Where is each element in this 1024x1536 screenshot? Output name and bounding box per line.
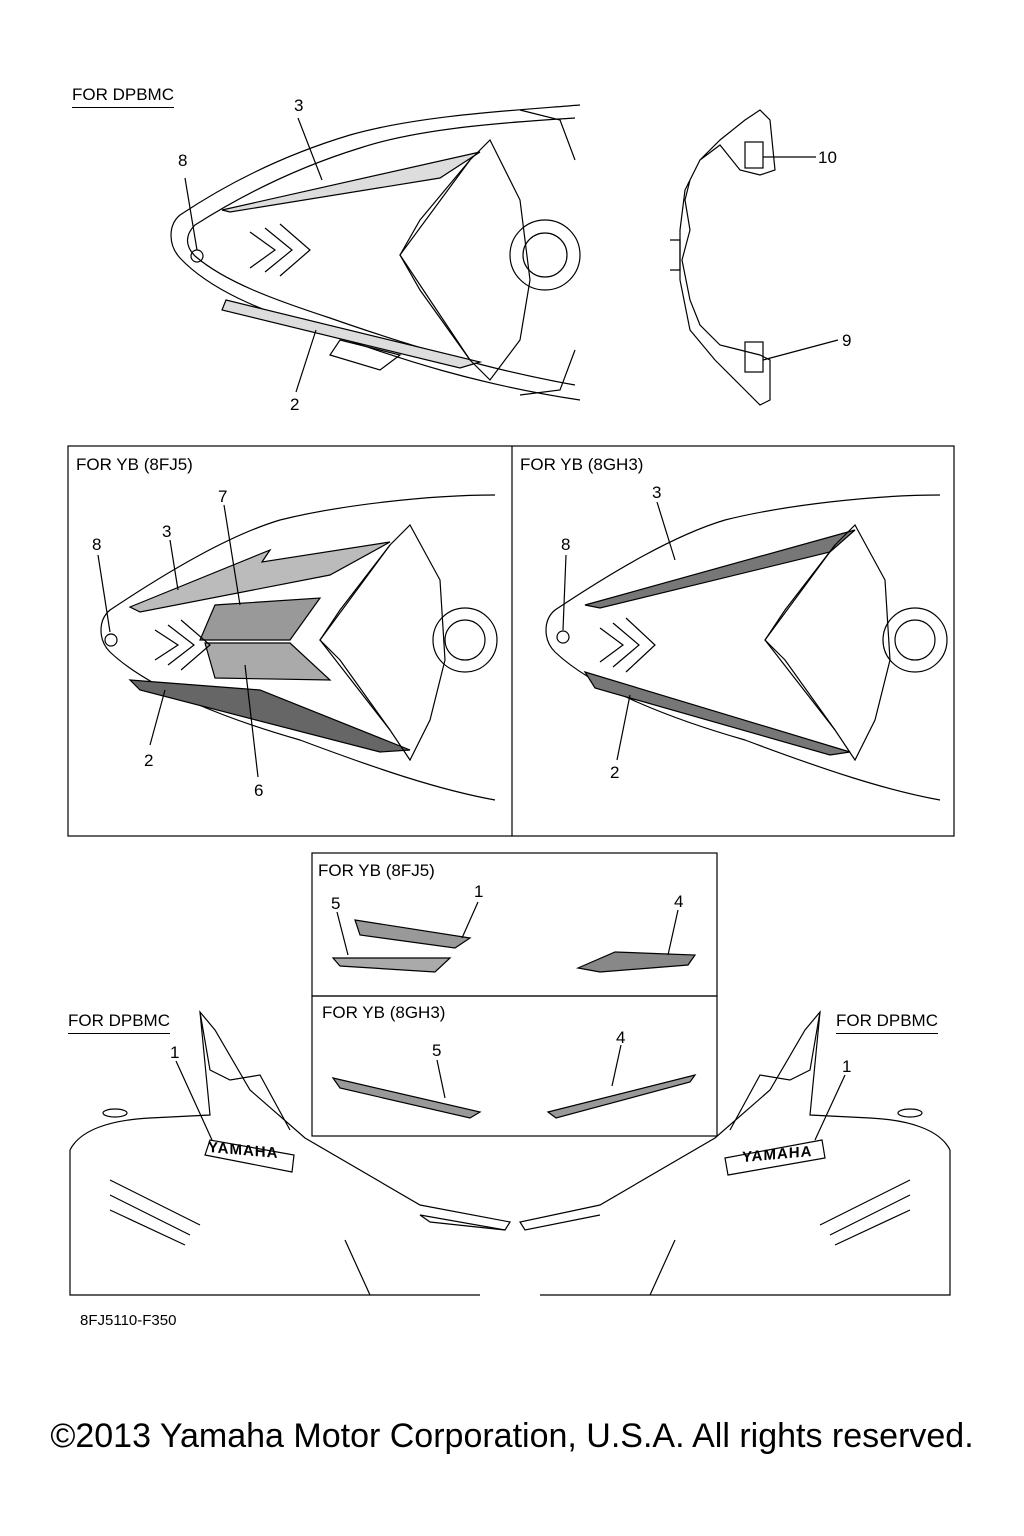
- section-title-small-top: FOR YB (8FJ5): [318, 861, 435, 880]
- callout-top-9: 9: [842, 331, 852, 350]
- section-title-mid-right: FOR YB (8GH3): [520, 455, 644, 474]
- small-bottom-decals: [331, 1044, 697, 1119]
- section-title-bottom-right: FOR DPBMC: [836, 1012, 938, 1034]
- callout-midright-8: 8: [561, 535, 571, 554]
- middle-frame: [67, 445, 955, 837]
- mid-left-deck: [100, 494, 498, 801]
- mid-right-deck: [545, 494, 948, 801]
- callout-midright-2: 2: [610, 763, 620, 782]
- callout-smallbottom-5: 5: [432, 1041, 442, 1060]
- mid-leaders: [97, 501, 676, 778]
- callout-top-2: 2: [290, 395, 300, 414]
- callout-bottomleft-1: 1: [170, 1043, 180, 1062]
- callout-smalltop-4: 4: [674, 892, 684, 911]
- callout-top-10: 10: [818, 148, 837, 167]
- callout-bottomright-1: 1: [842, 1057, 852, 1076]
- callout-midleft-6: 6: [254, 781, 264, 800]
- section-title-bottom-left: FOR DPBMC: [68, 1012, 170, 1034]
- bottom-left-side: [69, 1010, 511, 1296]
- section-title-top-left: FOR DPBMC: [72, 86, 174, 108]
- callout-top-3: 3: [294, 96, 304, 115]
- callout-top-8: 8: [178, 151, 188, 170]
- callout-midright-3: 3: [652, 483, 662, 502]
- callout-midleft-7: 7: [218, 487, 228, 506]
- small-box-bottom-frame: [311, 995, 718, 1137]
- drawing-code: 8FJ5110-F350: [80, 1312, 177, 1329]
- top-rear-view: [670, 109, 776, 406]
- callout-smallbottom-4: 4: [616, 1028, 626, 1047]
- callout-midleft-3: 3: [162, 522, 172, 541]
- top-deck-view: [170, 104, 581, 401]
- callout-midleft-8: 8: [92, 535, 102, 554]
- callout-midleft-2: 2: [144, 751, 154, 770]
- top-leaders: [184, 117, 839, 393]
- callout-smalltop-1: 1: [474, 882, 484, 901]
- section-title-small-bottom: FOR YB (8GH3): [322, 1003, 446, 1022]
- bottom-right-side: [519, 1010, 951, 1296]
- section-title-mid-left: FOR YB (8FJ5): [76, 455, 193, 474]
- callout-smalltop-5: 5: [331, 894, 341, 913]
- small-top-decals: [331, 901, 697, 973]
- copyright-notice: ©2013 Yamaha Motor Corporation, U.S.A. A…: [50, 1417, 974, 1455]
